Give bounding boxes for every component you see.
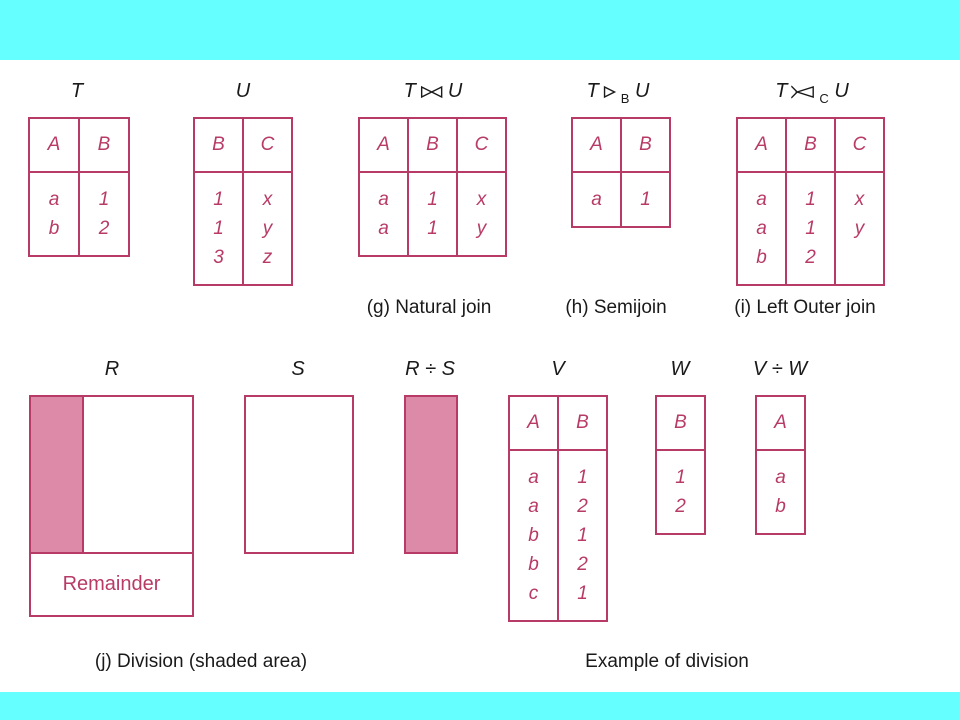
left-outer-join-icon [791, 85, 815, 99]
title-W: W [670, 358, 690, 380]
R-divider-vertical [82, 395, 84, 554]
title-U: U [235, 80, 251, 102]
title-R-div-S: R ÷ S [405, 358, 455, 380]
caption-natural-join: (g) Natural join [366, 297, 492, 318]
title-V-div-W: V ÷ W [752, 358, 808, 380]
remainder-label: Remainder [62, 573, 161, 595]
top-band [0, 0, 960, 60]
caption-division: (j) Division (shaded area) [94, 651, 308, 672]
R-shaded-area [30, 396, 82, 553]
caption-example-division: Example of division [585, 651, 749, 672]
bowtie-icon [421, 85, 443, 98]
title-R: R [104, 358, 120, 380]
R-divider-horizontal [29, 552, 194, 554]
title-S: S [291, 358, 305, 380]
R-div-S-shaded [404, 395, 458, 554]
title-T: T [70, 80, 84, 102]
caption-left-outer-join: (i) Left Outer join [734, 297, 876, 318]
S-box [244, 395, 354, 554]
caption-semijoin: (h) Semijoin [565, 297, 667, 318]
semijoin-icon [604, 85, 617, 98]
bottom-band [0, 692, 960, 720]
R-box [29, 395, 194, 617]
title-V: V [551, 358, 565, 380]
R-div-S-box [404, 395, 458, 554]
